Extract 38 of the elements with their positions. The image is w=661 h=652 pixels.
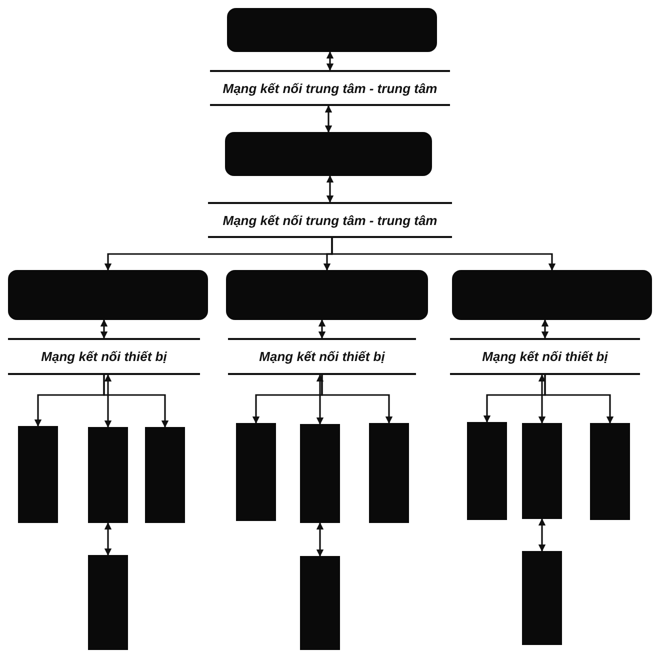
band-label: Mạng kết nối trung tâm - trung tâm [222,212,438,228]
arrow [316,374,324,425]
arrow [104,522,112,556]
device-box [300,424,340,523]
arrow [326,175,334,203]
arrow [318,319,326,339]
device-box [522,423,562,519]
device-box [18,426,58,523]
band-label: Mạng kết nối thiết bị [259,349,385,364]
device-box [88,427,128,523]
component-box [225,132,432,176]
arrow [100,319,108,339]
device-box [236,423,276,521]
band-label: Mạng kết nối trung tâm - trung tâm [222,80,438,96]
component-box [227,8,437,52]
device-box [590,423,630,520]
arrow [316,522,324,557]
arrow [324,105,332,133]
device-box [467,422,507,520]
arrow [544,375,614,424]
component-box [452,270,652,320]
arrow [538,518,546,552]
component-box [226,270,428,320]
device-box [369,423,409,523]
arrow [326,51,334,71]
device-box [88,555,128,650]
device-box [300,556,340,650]
arrow [104,374,112,428]
component-box [8,270,208,320]
band-label: Mạng kết nối thiết bị [482,349,608,364]
arrow [321,375,393,424]
arrow [103,375,169,428]
band-label: Mạng kết nối thiết bị [41,349,167,364]
device-box [145,427,185,523]
arrow [538,374,546,424]
device-box [522,551,562,645]
arrow [541,319,549,339]
arrow [331,238,556,271]
